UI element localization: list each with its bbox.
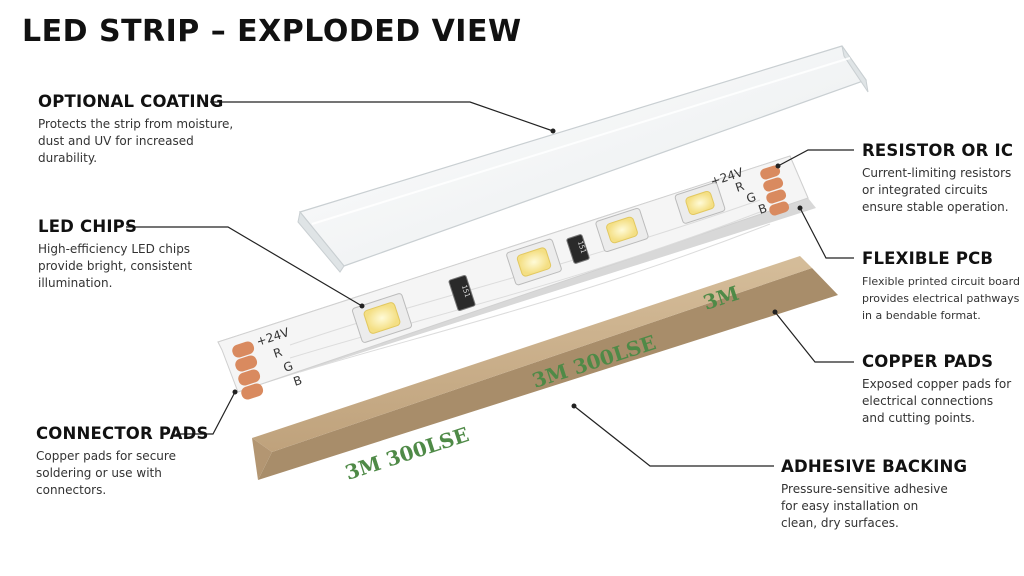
callout-heading: CONNECTOR PADS — [36, 424, 276, 443]
callout-text: Pressure-sensitive adhesive for easy ins… — [781, 481, 1001, 532]
callout-flexible-pcb: FLEXIBLE PCB Flexible printed circuit bo… — [862, 249, 1022, 324]
callout-adhesive-backing: ADHESIVE BACKING Pressure-sensitive adhe… — [781, 457, 1001, 532]
callout-heading: ADHESIVE BACKING — [781, 457, 1001, 476]
callout-copper-pads: COPPER PADS Exposed copper pads for elec… — [862, 352, 1022, 427]
page-title: LED STRIP – EXPLODED VIEW — [22, 14, 522, 49]
callout-text: Flexible printed circuit board provides … — [862, 273, 1022, 324]
callout-text: Current-limiting resistors or integrated… — [862, 165, 1022, 216]
leader-adhesive-backing — [574, 406, 774, 466]
callout-text: Protects the strip from moisture, dust a… — [38, 116, 278, 167]
callout-heading: OPTIONAL COATING — [38, 92, 278, 111]
callout-text: Copper pads for secure soldering or use … — [36, 448, 276, 499]
callout-text: High-efficiency LED chips provide bright… — [38, 241, 278, 292]
callout-led-chips: LED CHIPS High-efficiency LED chips prov… — [38, 217, 278, 292]
leader-flexible-pcb — [800, 208, 854, 258]
callout-heading: LED CHIPS — [38, 217, 278, 236]
callout-connector-pads: CONNECTOR PADS Copper pads for secure so… — [36, 424, 276, 499]
callout-optional-coating: OPTIONAL COATING Protects the strip from… — [38, 92, 278, 167]
leader-copper-pads — [775, 312, 854, 362]
callout-heading: COPPER PADS — [862, 352, 1022, 371]
left-pad-label-b: B — [292, 373, 304, 389]
callout-heading: RESISTOR OR IC — [862, 141, 1022, 160]
callout-text: Exposed copper pads for electrical conne… — [862, 376, 1022, 427]
callout-heading: FLEXIBLE PCB — [862, 249, 1022, 268]
callout-resistor-or-ic: RESISTOR OR IC Current-limiting resistor… — [862, 141, 1022, 216]
